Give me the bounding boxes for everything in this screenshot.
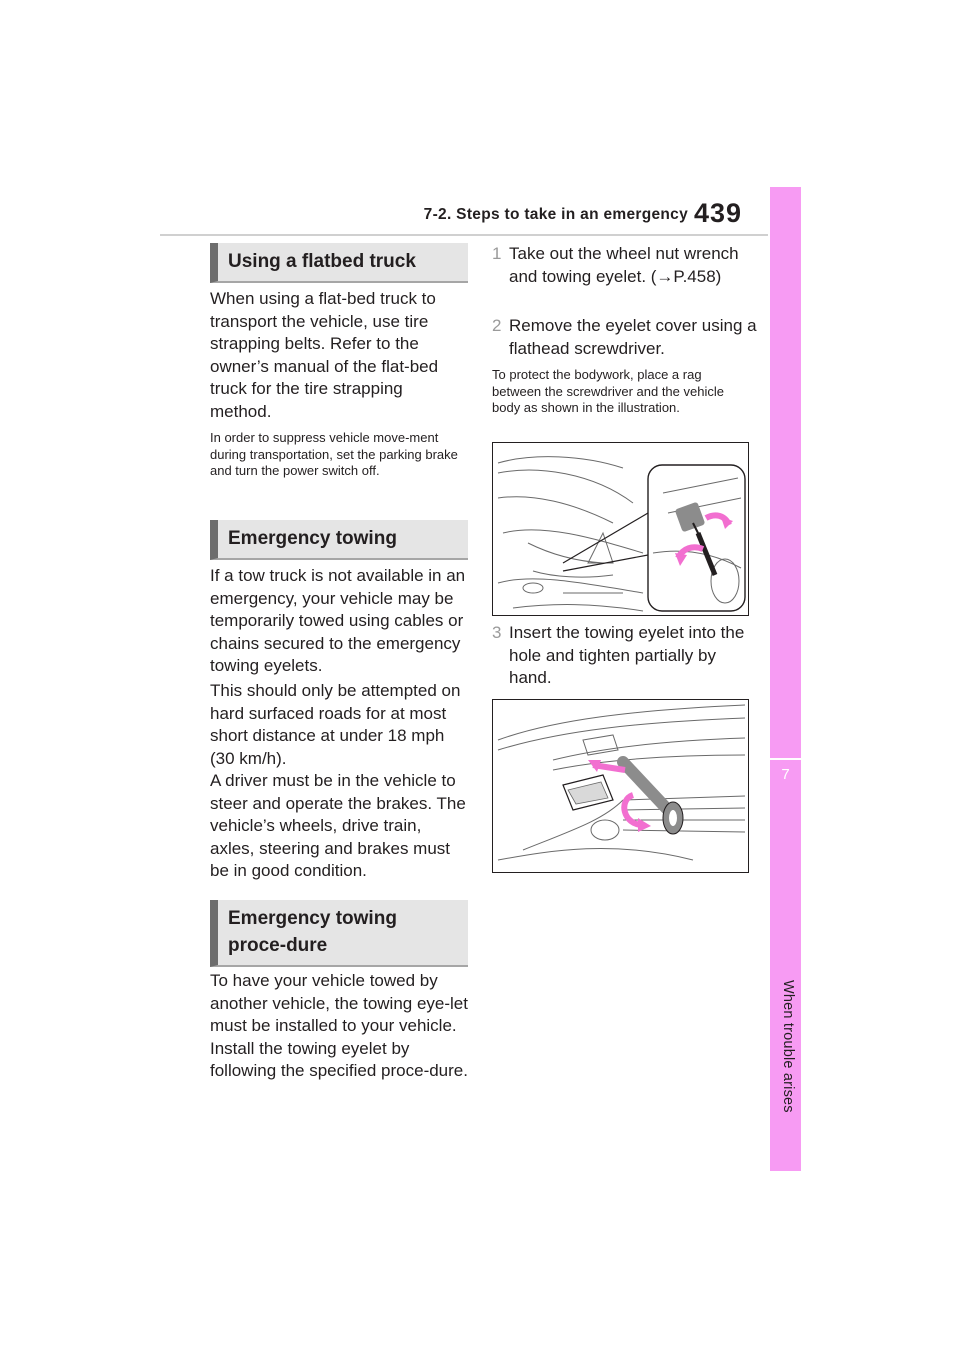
towing-paragraph-2: This should only be attempted on hard su… bbox=[210, 681, 461, 768]
flatbed-note: In order to suppress vehicle move-ment d… bbox=[210, 430, 458, 478]
towing-paragraph-3: A driver must be in the vehicle to steer… bbox=[210, 771, 466, 880]
eyelet-cover-removal-drawing bbox=[497, 456, 746, 612]
procedure-body: To have your vehicle towed by another ve… bbox=[210, 971, 468, 1080]
towing-eyelet-illustration bbox=[492, 699, 749, 873]
flatbed-body: When using a flat-bed truck to transport… bbox=[210, 289, 439, 421]
section-heading-flatbed: Using a flatbed truck bbox=[210, 243, 468, 283]
section-heading-emergency-towing: Emergency towing bbox=[210, 520, 468, 560]
towing-paragraph-1: If a tow truck is not available in an em… bbox=[210, 566, 466, 675]
screwdriver-illustration bbox=[492, 442, 749, 616]
eyelet-insertion-drawing bbox=[497, 704, 746, 861]
chapter-section-title: 7-2. Steps to take in an emergency bbox=[423, 206, 688, 223]
step-number: 3 bbox=[492, 623, 502, 642]
header-divider bbox=[160, 234, 768, 236]
chapter-number: 7 bbox=[781, 766, 790, 783]
step-text: Insert the towing eyelet into the hole a… bbox=[509, 623, 745, 687]
chapter-label: When trouble arises bbox=[780, 980, 796, 1113]
step-text: Take out the wheel nut wrench and towing… bbox=[509, 244, 739, 286]
step-3: 3 Insert the towing eyelet into the hole… bbox=[492, 622, 762, 690]
step-2: 2 Remove the eyelet cover using a flathe… bbox=[492, 315, 762, 360]
chapter-side-tab[interactable]: 7 When trouble arises bbox=[770, 187, 801, 1171]
step-2-note: To protect the bodywork, place a rag bet… bbox=[492, 367, 724, 415]
step-number: 2 bbox=[492, 316, 502, 335]
step-1: 1 Take out the wheel nut wrench and towi… bbox=[492, 243, 762, 288]
section-heading-towing-procedure: Emergency towing proce-dure bbox=[210, 900, 468, 967]
step-text: Remove the eyelet cover using a flathead… bbox=[509, 316, 757, 358]
side-tab-top-block bbox=[770, 187, 801, 760]
page-number: 439 bbox=[694, 198, 743, 228]
step-number: 1 bbox=[492, 244, 502, 263]
